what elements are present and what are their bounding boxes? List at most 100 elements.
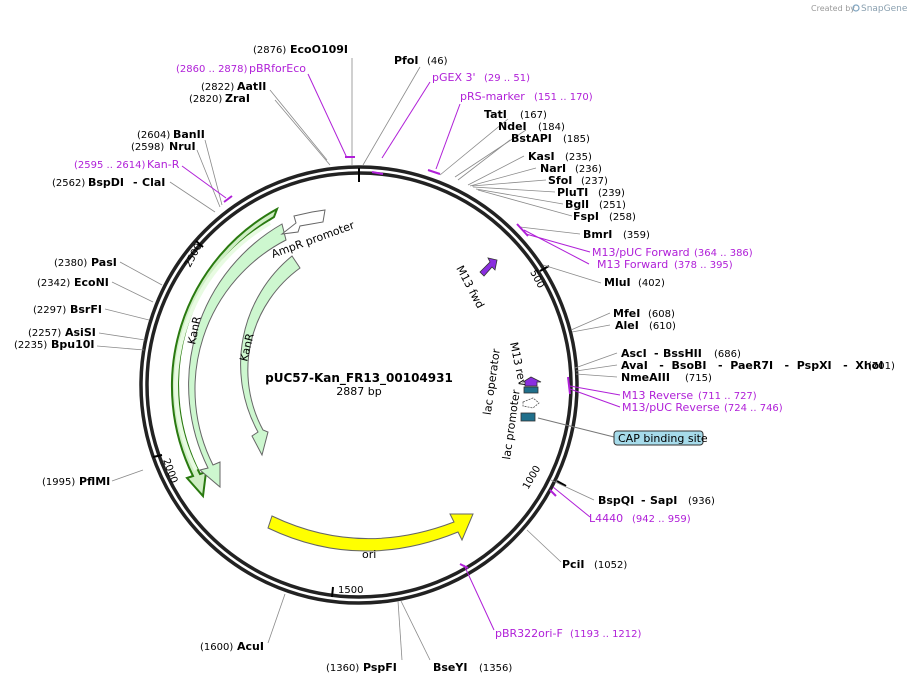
econi-label: EcoNI [74, 276, 109, 289]
bpu10i-label: Bpu10I [51, 338, 95, 351]
ampr-promoter-arrow[interactable] [280, 209, 326, 235]
bgli-pos: (251) [599, 200, 626, 211]
clai-label: ClaI [142, 176, 165, 189]
asci-label: AscI [621, 347, 647, 360]
pflmi-pos: (1995) [42, 477, 75, 488]
m13puc-reverse-label: M13/pUC Reverse [622, 401, 720, 414]
mlui-pos: (402) [638, 278, 665, 289]
kanr-primer-range: (2595 .. 2614) [74, 160, 146, 171]
tick-marks [152, 240, 567, 598]
zrai-pos: (2820) [189, 94, 222, 105]
aatii-label: AatII [237, 80, 266, 93]
ori-arrow[interactable] [267, 513, 474, 552]
plasmid-size: 2887 bp [336, 385, 381, 398]
pluti-pos: (239) [598, 188, 625, 199]
prs-marker-label: pRS-marker [460, 90, 525, 103]
kanr-outer-label: KanR [185, 315, 204, 346]
m13-fwd-glyph[interactable] [479, 257, 498, 277]
prs-marker-range: (151 .. 170) [534, 92, 593, 103]
m13-reverse-range: (711 .. 727) [698, 391, 757, 402]
pbr322ori-label: pBR322ori-F [495, 627, 563, 640]
site-leader-lines [96, 58, 618, 661]
m13-rev-glyph[interactable] [521, 376, 542, 387]
tick-label-1500: 1500 [338, 585, 363, 596]
pcii-label: PciI [562, 558, 584, 571]
kanr-arrow[interactable] [188, 223, 287, 489]
m13-reverse-label: M13 Reverse [622, 389, 693, 402]
bgli-label: BglI [565, 198, 589, 211]
asci-sep: - [654, 347, 659, 360]
fspi-label: FspI [573, 210, 599, 223]
m13-rev-label: M13 rev [507, 341, 529, 388]
banii-pos: (2604) [137, 130, 170, 141]
acui-pos: (1600) [200, 642, 233, 653]
pcii-pos: (1052) [594, 560, 627, 571]
l4440-label: L4440 [589, 512, 623, 525]
tati-label: TatI [484, 108, 507, 121]
bspdi-label: BspDI [88, 176, 124, 189]
sapi-label: SapI [650, 494, 677, 507]
m13puc-forward-range: (364 .. 386) [694, 248, 753, 259]
bspqi-label: BspQI [598, 494, 634, 507]
bspqi-pos: (936) [688, 496, 715, 507]
ecoo109i-pos: (2876) [253, 45, 286, 56]
ecoo109i-label: EcoO109I [290, 43, 348, 56]
primer-markers [181, 73, 621, 631]
lac-operator-label: lac operator [481, 348, 503, 416]
nari-pos: (236) [575, 164, 602, 175]
kanr-inner-arrow[interactable] [240, 255, 301, 457]
pfoi-pos: (46) [427, 56, 448, 67]
kanr-outer-highlight [174, 221, 272, 471]
pbrforeco-label: pBRforEco [249, 62, 306, 75]
lac-promoter-arrow[interactable] [522, 397, 540, 409]
bmri-label: BmrI [583, 228, 612, 241]
asci-pos: (686) [714, 349, 741, 360]
kanr-primer-label: Kan-R [147, 158, 180, 171]
lac-promoter-label: lac promoter [500, 388, 523, 460]
sfoi-pos: (237) [581, 176, 608, 187]
pspfi-pos: (1360) [326, 663, 359, 674]
cap-site-leader [537, 417, 615, 438]
plasmid-name: pUC57-Kan_FR13_00104931 [265, 371, 453, 386]
bspdi-sep: - [133, 176, 138, 189]
sfoi-label: SfoI [548, 174, 572, 187]
m13puc-reverse-range: (724 .. 746) [724, 403, 783, 414]
pbr322ori-range: (1193 .. 1212) [570, 629, 642, 640]
pluti-label: PluTI [557, 186, 588, 199]
asisi-label: AsiSI [65, 326, 96, 339]
nrui-label: NruI [169, 140, 196, 153]
m13-forward-range: (378 .. 395) [674, 260, 733, 271]
asisi-pos: (2257) [28, 328, 61, 339]
bseyi-pos: (1356) [479, 663, 512, 674]
bstapi-pos: (185) [563, 134, 590, 145]
lac-operator-box[interactable] [523, 386, 539, 394]
aatii-pos: (2822) [201, 82, 234, 93]
credit-brand: SnapGene [861, 4, 908, 14]
nrui-pos: (2598) [131, 142, 164, 153]
kasi-pos: (235) [565, 152, 592, 163]
pbrforeco-range: (2860 .. 2878) [176, 64, 248, 75]
mfei-label: MfeI [613, 307, 640, 320]
credit-prefix: Created by [811, 4, 855, 13]
pasi-label: PasI [91, 256, 117, 269]
bspqi-sep: - [641, 494, 646, 507]
mfei-pos: (608) [648, 309, 675, 320]
cap-site-box[interactable] [520, 412, 536, 422]
tick-label-1000: 1000 [521, 464, 543, 492]
fspi-pos: (258) [609, 212, 636, 223]
mlui-label: MluI [604, 276, 631, 289]
nmeaiii-pos: (715) [685, 373, 712, 384]
zrai-label: ZraI [225, 92, 250, 105]
bseyi-label: BseYI [433, 661, 467, 674]
pflmi-label: PflMI [79, 475, 110, 488]
cap-binding-site-badge[interactable] [613, 430, 704, 446]
ndei-label: NdeI [498, 120, 527, 133]
pgex3-label: pGEX 3' [432, 71, 476, 84]
tati-pos: (167) [520, 110, 547, 121]
nari-label: NarI [540, 162, 566, 175]
avai-group-label: AvaI - BsoBI - PaeR7I - PspXI - XhoI [621, 359, 883, 372]
bstapi-label: BstAPI [511, 132, 552, 145]
m13puc-forward-label: M13/pUC Forward [592, 246, 690, 259]
bspdi-pos: (2562) [52, 178, 85, 189]
